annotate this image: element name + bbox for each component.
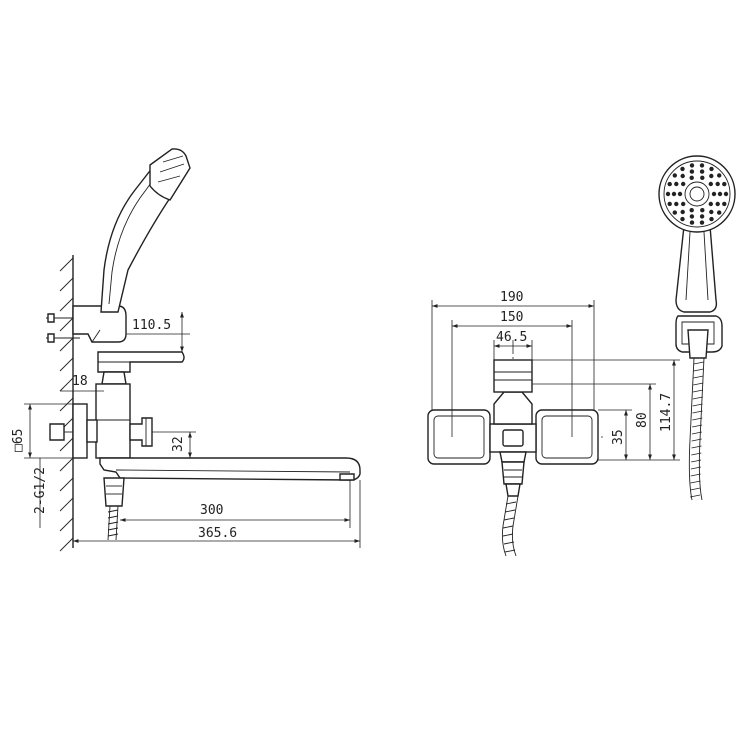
dim-height-total: 114.7 xyxy=(659,360,676,460)
dim-spout-length-label: 300 xyxy=(200,503,223,518)
mixer-handle xyxy=(97,351,185,385)
dim-width-inner-label: 150 xyxy=(500,310,523,325)
shower-holder xyxy=(72,305,127,343)
dim-offset: 18 xyxy=(60,374,104,404)
dim-offset-label: 18 xyxy=(72,374,88,389)
wall-connector xyxy=(49,403,98,459)
dim-body-width-label: 46.5 xyxy=(496,330,527,345)
dim-spout-length: 300 xyxy=(120,480,351,528)
dim-handle-height: 110.5 xyxy=(126,312,190,352)
holder-screws xyxy=(46,313,80,343)
dim-height-body: 80 xyxy=(635,384,652,460)
right-eccentric xyxy=(535,409,599,465)
spout xyxy=(99,457,361,481)
dim-total-length-label: 365.6 xyxy=(198,526,237,541)
dim-handle-height-label: 110.5 xyxy=(132,318,171,333)
hose-rings xyxy=(690,361,704,498)
dim-width-inner: 150 xyxy=(451,310,573,437)
dim-spout-height: 32 xyxy=(152,431,196,458)
nozzle-pattern xyxy=(665,163,729,225)
dim-square-label: □65 xyxy=(11,429,26,452)
dim-width-outer: 190 xyxy=(431,290,595,410)
dim-spout-height-label: 32 xyxy=(171,436,186,452)
front-view: 190 150 46.5 35 80 xyxy=(427,290,680,557)
dim-height-center-label: 35 xyxy=(611,429,626,445)
mixer-body xyxy=(95,383,153,459)
hand-shower xyxy=(100,148,191,313)
dim-thread: 2-G1/2 xyxy=(33,458,48,528)
wall xyxy=(59,255,74,552)
dim-height-body-label: 80 xyxy=(635,412,650,428)
dim-height-total-label: 114.7 xyxy=(659,393,674,432)
dim-thread-label: 2-G1/2 xyxy=(33,467,48,514)
dim-body-width: 46.5 xyxy=(493,330,533,360)
dim-height-center: 35 xyxy=(611,410,628,460)
hand-shower-front xyxy=(658,155,736,501)
left-eccentric xyxy=(427,409,491,465)
hose-side xyxy=(103,477,125,541)
dim-square: □65 xyxy=(11,403,73,459)
side-view: 110.5 18 □65 32 2-G1/2 xyxy=(11,148,361,552)
front-body xyxy=(489,359,537,453)
dim-width-outer-label: 190 xyxy=(500,290,523,305)
dim-total-length: 365.6 xyxy=(73,480,361,548)
hose-front xyxy=(499,451,527,557)
